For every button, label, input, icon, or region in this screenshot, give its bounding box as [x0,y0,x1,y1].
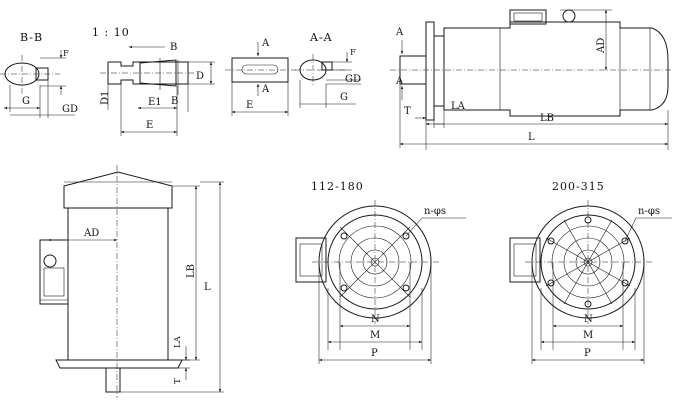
motor-side-view: A A AD T LA LB L [390,9,672,150]
key-b-bottom-label: B [171,96,178,107]
side-lifting-eye [562,9,576,23]
vert-la-label: LA [173,335,183,348]
flange-small-n-label: N [371,314,380,325]
side-flange [425,21,435,121]
vert-gland [43,254,57,268]
flange-large-terminal-box [509,237,541,283]
side-t-label: T [404,106,411,117]
flange-small-p-label: P [371,348,378,359]
key-d-label: D [196,71,204,82]
flange-large-holes-label: n-φs [638,206,660,217]
side-la-label: LA [451,101,466,112]
aa-g-label: G [340,92,348,103]
flange-large-n-label: N [584,314,593,325]
vert-ad-label: AD [83,228,99,239]
side-a-top-label: A [395,27,404,38]
flange-large-bolt-hole [621,237,629,245]
side-ad-label: AD [596,38,607,54]
flange-small-title: 112-180 [311,180,364,193]
vert-body [67,207,169,361]
bb-g-label: G [22,96,30,107]
side-l-label: L [528,132,535,143]
side-lb-label: LB [540,113,554,124]
shaft-keyway-view: A A E [225,38,296,116]
flange-small-terminal-box [295,237,327,283]
vert-lb-label: LB [186,264,197,278]
flange-large-m-label: M [583,330,593,341]
key-b-top-label: B [170,42,177,53]
section-bb: B-B F G GD [0,31,78,118]
flange-view-200-315: 200-315 n-φs N M P [509,180,672,364]
vert-fan-cover [63,171,173,209]
keyway [241,64,279,75]
flange-large-title: 200-315 [552,180,605,193]
bb-f-label: F [63,49,69,59]
key-e-label: E [146,120,153,131]
side-a-bottom-label: A [395,76,404,87]
section-bb-title: B-B [20,31,43,44]
flange-small-bolt-hole [402,232,410,240]
shaft-a-top-label: A [261,38,270,49]
side-terminal-box [509,9,547,25]
key-e1-label: E1 [148,97,162,108]
flange-view-112-180: 112-180 n-φs N M P [295,180,466,364]
flange-large-p-label: P [584,348,591,359]
flange-small-holes-label: n-φs [424,206,446,217]
vert-l-label: L [204,282,211,293]
vert-t-label: T [173,378,183,384]
scale-label: 1 : 10 [92,26,130,39]
motor-vertical-view: AD LB L LA T [39,165,224,398]
flange-small-m-label: M [370,330,380,341]
aa-gd-label: GD [345,74,361,85]
vert-flange [55,359,183,369]
shaft-key-detail: 1 : 10 B B D D1 E1 E [92,26,215,136]
shaft-a-bottom-label: A [261,84,270,95]
side-body [443,21,669,117]
key-d1-label: D1 [100,91,111,105]
shaft-e-label: E [246,100,253,111]
section-aa: A-A F GD G [295,31,361,108]
section-aa-title: A-A [309,31,333,44]
bb-gd-label: GD [62,104,78,115]
aa-f-label: F [350,48,356,58]
vert-shaft [105,367,121,393]
